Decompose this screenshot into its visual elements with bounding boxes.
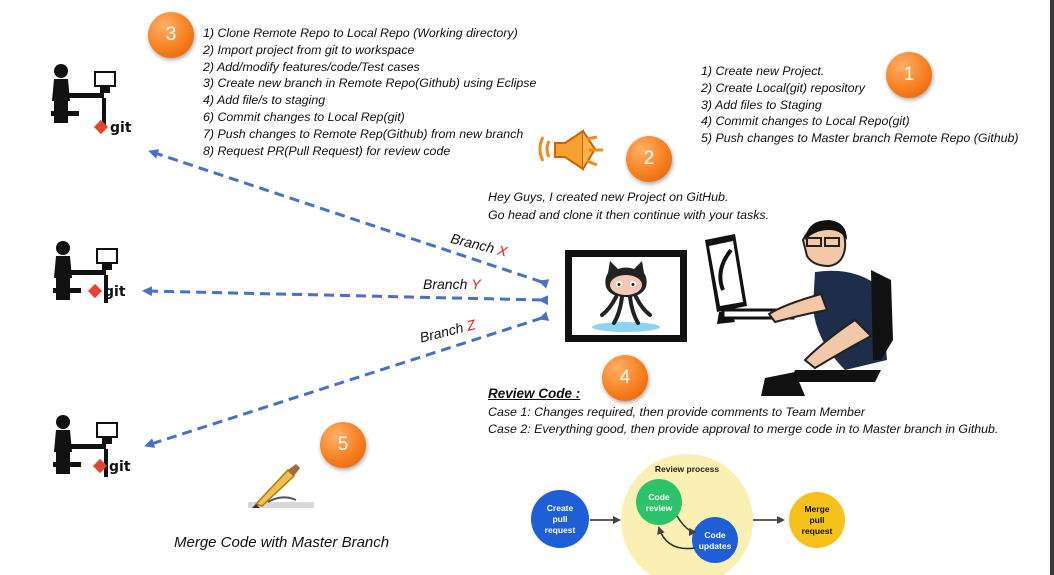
step-1-item: 3) Add files to Staging — [701, 97, 822, 112]
developer-at-computer-icon — [705, 220, 893, 396]
svg-text:Code: Code — [704, 530, 726, 540]
svg-text:git: git — [109, 459, 131, 475]
code-review-node — [636, 479, 682, 525]
step-3-item: 6) Commit changes to Local Rep(git) — [203, 109, 405, 124]
git-logo-icon: git — [92, 458, 131, 475]
step-3-badge: 3 — [148, 12, 194, 58]
step-5-badge: 5 — [320, 422, 366, 468]
review-process-title: Review process — [655, 464, 720, 474]
step-1-list: 1) Create new Project. 2) Create Local(g… — [701, 63, 1019, 147]
svg-text:pull: pull — [552, 514, 567, 524]
developer-icon — [53, 241, 118, 303]
merge-pencil-icon — [248, 464, 314, 508]
svg-text:git: git — [110, 120, 132, 136]
step-1-item: 1) Create new Project. — [701, 64, 825, 78]
branch-z-arrow — [144, 311, 550, 448]
step-3-item: 4) Add file/s to staging — [203, 93, 326, 108]
github-frame — [565, 250, 687, 342]
review-case-1: Case 1: Changes required, then provide c… — [488, 405, 865, 419]
code-updates-node — [692, 517, 738, 563]
step-3-item: 7) Push changes to Remote Rep(Github) fr… — [203, 126, 524, 141]
svg-text:updates: updates — [699, 541, 732, 551]
step-1-item: 5) Push changes to Master branch Remote … — [701, 131, 1019, 146]
step-1-badge: 1 — [886, 52, 932, 98]
review-code-title: Review Code : — [488, 386, 581, 401]
step-3-item: 3) Create new branch in Remote Repo(Gith… — [203, 76, 537, 91]
svg-text:Code: Code — [648, 492, 670, 502]
step-2-badge: 2 — [626, 136, 672, 182]
developer-icon — [53, 415, 118, 477]
branch-x-arrow — [148, 149, 550, 289]
svg-text:Create: Create — [547, 503, 574, 513]
step-3-item: 2) Import project from git to workspace — [203, 42, 415, 57]
step-1-item: 4) Commit changes to Local Repo(git) — [701, 114, 910, 129]
svg-text:request: request — [802, 526, 833, 536]
review-process-diagram: Review process Create pull request Code … — [531, 454, 845, 575]
review-case-2: Case 2: Everything good, then provide ap… — [488, 422, 999, 436]
step-3-item: 1) Clone Remote Repo to Local Repo (Work… — [203, 26, 518, 40]
merge-code-caption: Merge Code with Master Branch — [174, 534, 390, 551]
svg-text:git: git — [104, 284, 126, 300]
window-edge — [1050, 0, 1054, 575]
step-3-item: 2) Add/modify features/code/Test cases — [203, 59, 420, 74]
step-4-badge: 4 — [602, 355, 648, 401]
svg-text:request: request — [545, 525, 576, 535]
svg-text:Merge: Merge — [804, 504, 829, 514]
github-octocat-icon — [592, 261, 660, 332]
developer-icon — [51, 64, 116, 126]
git-logo-icon: git — [93, 119, 132, 136]
git-logo-icon: git — [87, 283, 126, 300]
svg-text:pull: pull — [809, 515, 824, 525]
create-pull-request-node — [531, 490, 589, 548]
branch-y-arrow — [142, 286, 549, 306]
step-1-item: 2) Create Local(git) repository — [701, 80, 865, 95]
merge-pull-request-node — [789, 492, 845, 548]
svg-text:review: review — [646, 503, 673, 513]
